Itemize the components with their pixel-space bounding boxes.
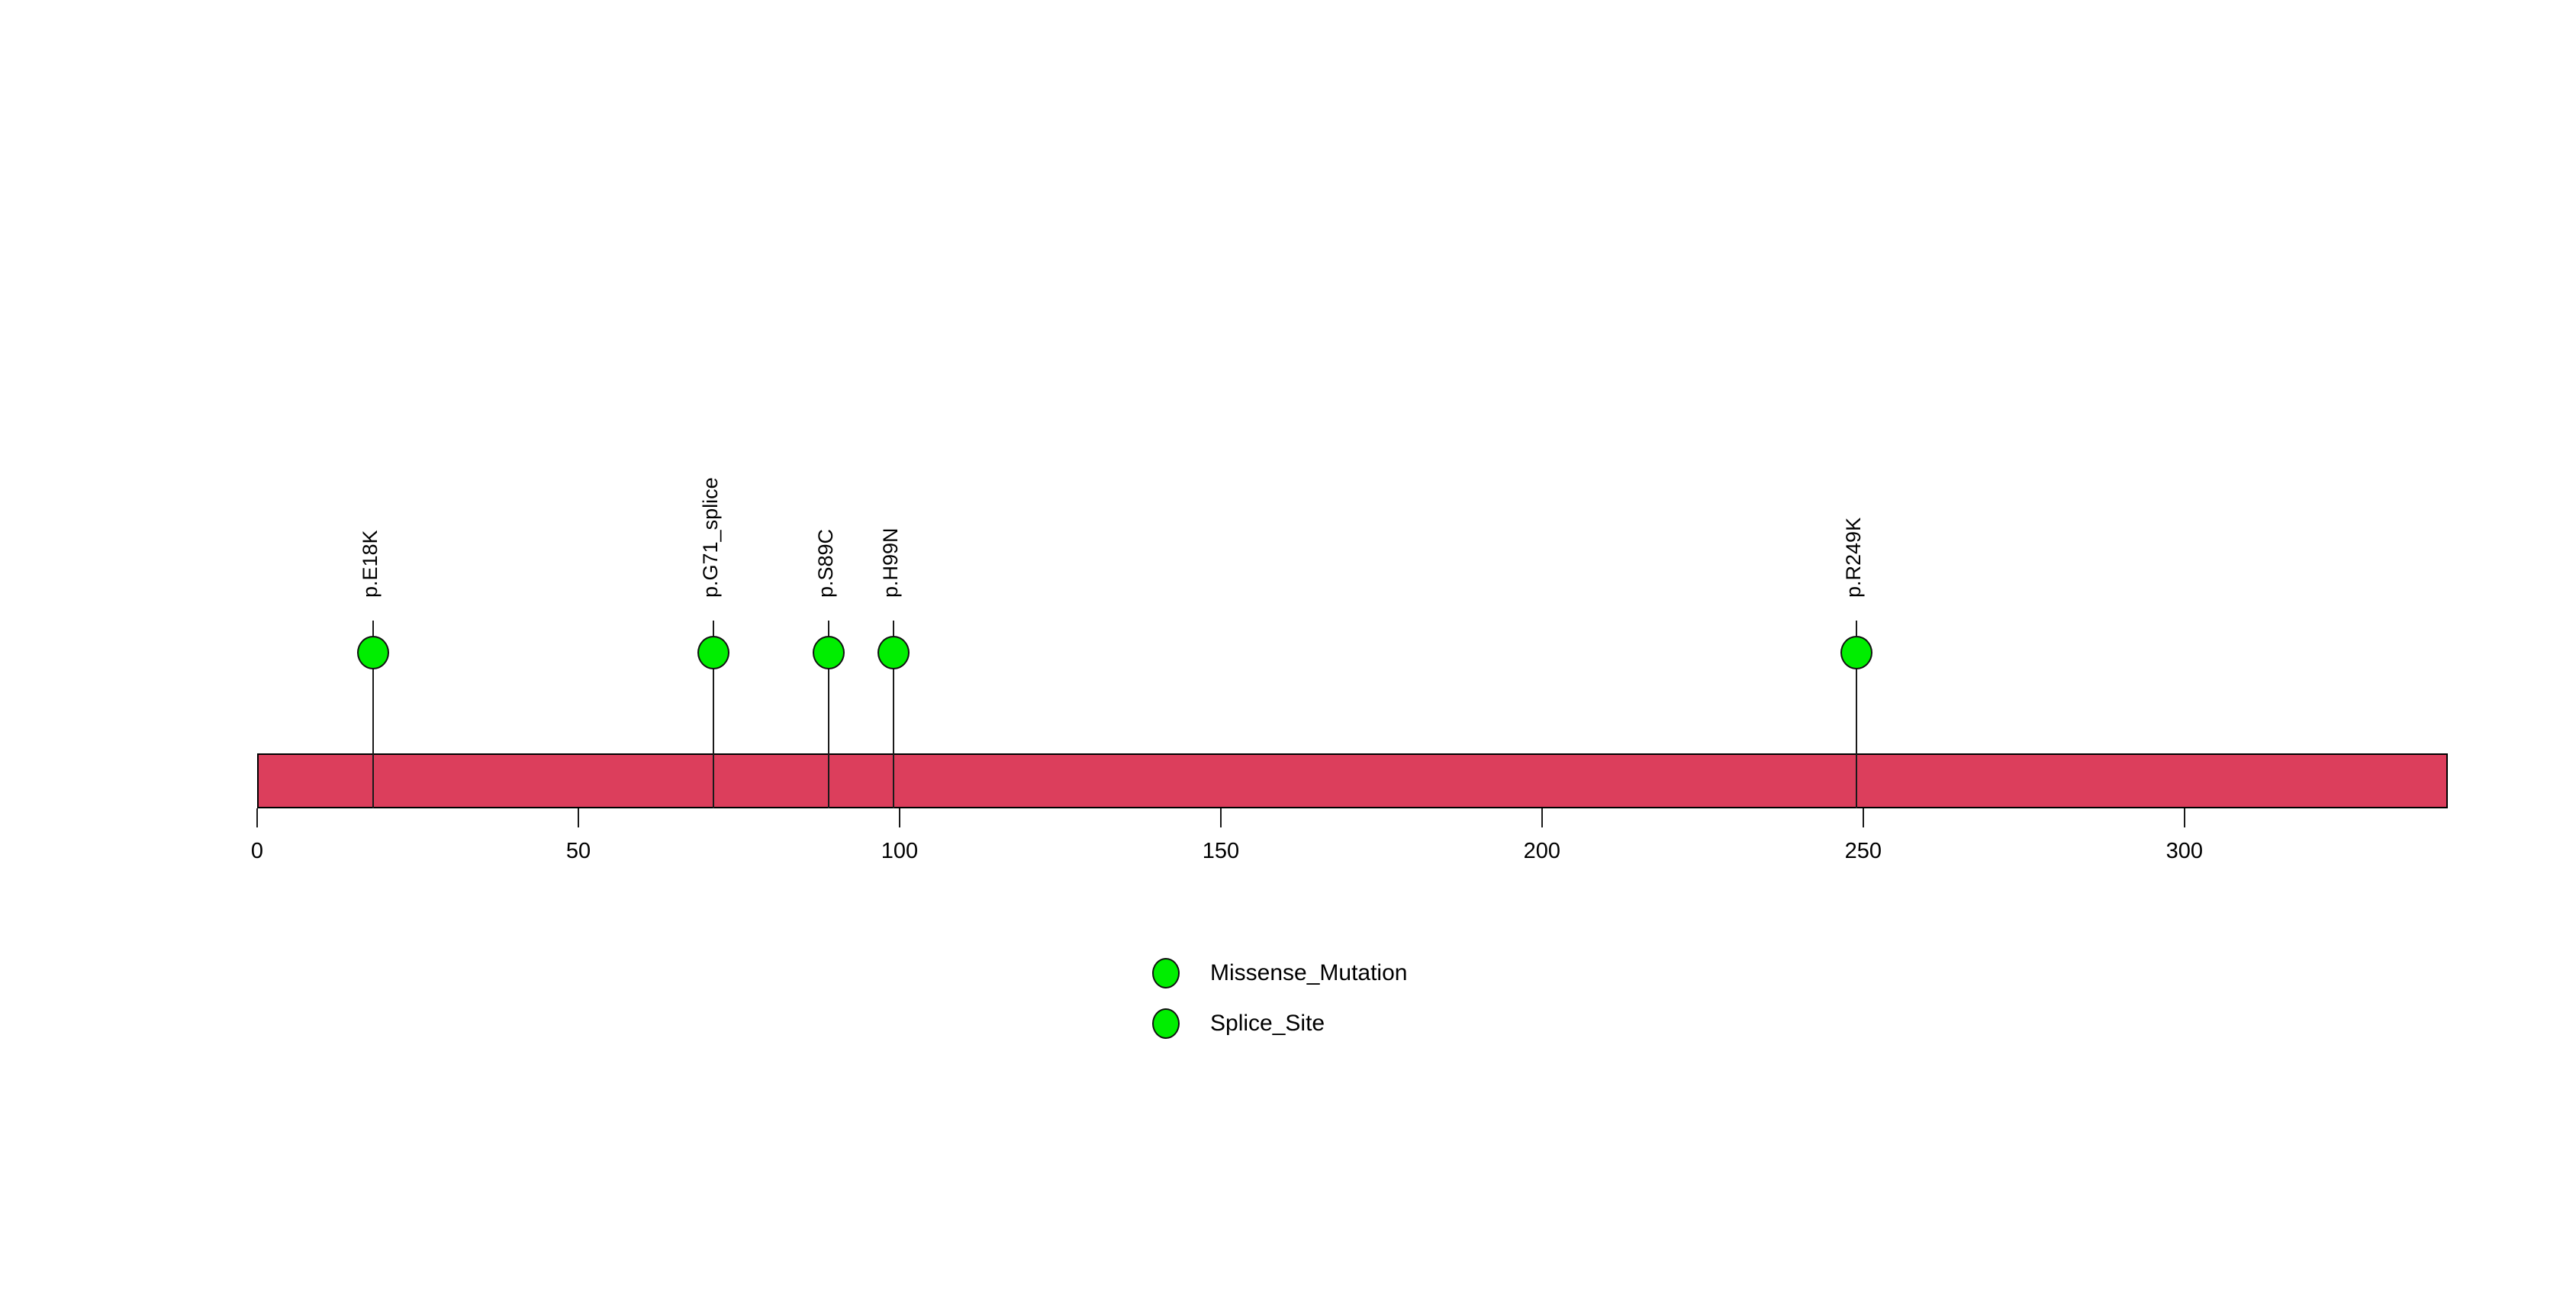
legend-label: Splice_Site — [1210, 1011, 1325, 1036]
axis-tick-mark — [1541, 808, 1543, 827]
axis-tick-mark — [1862, 808, 1864, 827]
lollipop-stem — [372, 621, 374, 808]
lollipop-marker[interactable] — [877, 636, 910, 669]
axis-tick-label: 50 — [565, 839, 591, 863]
legend-item[interactable]: Missense_Mutation — [1152, 958, 1407, 988]
lollipop-label: p.G71_splice — [698, 477, 722, 598]
legend-marker-icon — [1152, 1008, 1180, 1039]
legend-marker-icon — [1152, 958, 1180, 988]
axis-tick-label: 200 — [1523, 839, 1561, 863]
legend-item[interactable]: Splice_Site — [1152, 1008, 1325, 1039]
axis-tick-mark — [1219, 808, 1222, 827]
axis-tick-label: 0 — [250, 839, 264, 863]
legend-label: Missense_Mutation — [1210, 960, 1408, 985]
lollipop-stem — [712, 621, 714, 808]
lollipop-marker[interactable] — [813, 636, 845, 669]
axis-tick-label: 150 — [1202, 839, 1240, 863]
lollipop-label: p.R249K — [1842, 517, 1866, 598]
lollipop-stem — [828, 621, 830, 808]
protein-backbone-bar[interactable] — [257, 753, 2448, 808]
lollipop-marker[interactable] — [356, 636, 389, 669]
lollipop-label: p.E18K — [358, 530, 382, 598]
lollipop-label: p.S89C — [814, 528, 838, 598]
lollipop-marker[interactable] — [697, 636, 729, 669]
axis-tick-label: 300 — [2165, 839, 2203, 863]
lollipop-stem — [1856, 621, 1858, 808]
axis-tick-label: 100 — [881, 839, 919, 863]
axis-tick-mark — [577, 808, 579, 827]
axis-tick-mark — [898, 808, 900, 827]
lollipop-stem — [892, 621, 894, 808]
lollipop-label: p.H99N — [878, 527, 902, 598]
axis-tick-mark — [2183, 808, 2185, 827]
axis-tick-label: 250 — [1844, 839, 1882, 863]
lollipop-marker[interactable] — [1840, 636, 1873, 669]
axis-tick-mark — [256, 808, 258, 827]
